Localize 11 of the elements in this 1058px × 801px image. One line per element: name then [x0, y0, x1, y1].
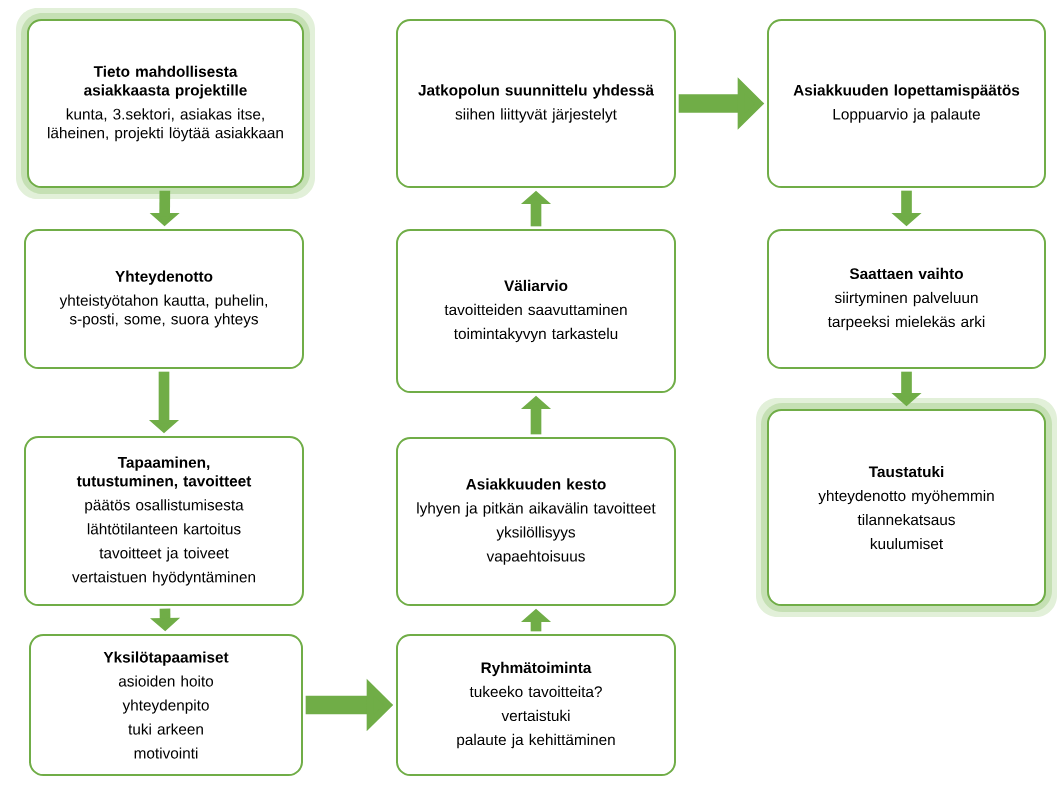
process-box: Tapaaminen, tutustuminen, tavoitteet päätös osallistumisesta lähtötilanteen kartoitus tavoitteet ja toiveet vertaistuen hyödyntäminen: [24, 436, 304, 606]
process-box: Asiakkuuden kesto lyhyen ja pitkän aikavälin tavoitteet yksilöllisyys vapaehtoisuus: [396, 437, 676, 606]
process-box: Yksilötapaamiset asioiden hoito yhteydenpito tuki arkeen motivointi: [29, 634, 303, 776]
process-box: Ryhmätoiminta tukeeko tavoitteita? vertaistuki palaute ja kehittäminen: [396, 634, 676, 776]
process-box: Saattaen vaihto siirtyminen palveluun tarpeeksi mielekäs arki: [767, 229, 1046, 369]
process-box: Väliarvio tavoitteiden saavuttaminen toimintakyvyn tarkastelu: [396, 229, 676, 393]
process-box: Taustatuki yhteydenotto myöhemmin tilannekatsaus kuulumiset: [756, 398, 1057, 617]
process-box: Jatkopolun suunnittelu yhdessä siihen liittyvät järjestelyt: [396, 19, 676, 188]
process-box: Tieto mahdollisesta asiakkaasta projektille kunta, 3.sektori, asiakas itse, läheinen, projekti löytää asiakkaan: [16, 8, 315, 199]
process-box: Yhteydenotto yhteistyötahon kautta, puhelin, s-posti, some, suora yhteys: [24, 229, 304, 369]
process-box: Asiakkuuden lopettamispäätös Loppuarvio ja palaute: [767, 19, 1046, 188]
